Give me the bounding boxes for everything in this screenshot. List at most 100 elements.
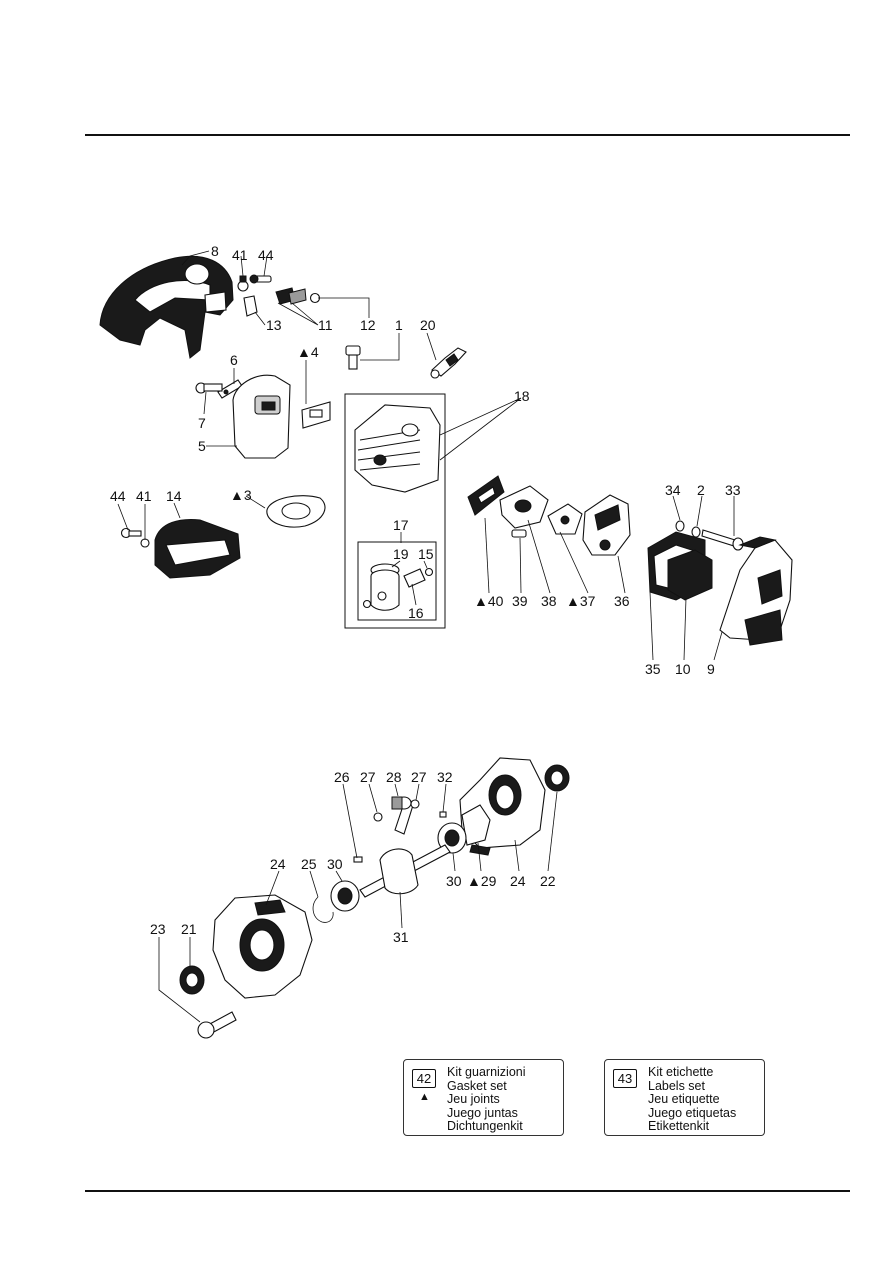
cylinder-kit-frame — [344, 393, 446, 629]
callout-18: 18 — [514, 388, 530, 404]
callout-20: 20 — [420, 317, 436, 333]
callout-14: 14 — [166, 488, 182, 504]
callout-34: 34 — [665, 482, 681, 498]
crankshaft-part-31 — [359, 796, 451, 898]
gasket-kit-line: Jeu joints — [447, 1092, 500, 1106]
callout-7: 7 — [198, 415, 206, 431]
callout-27-left: 27 — [360, 769, 376, 785]
washer-part-27-left — [373, 812, 383, 822]
gasket-kit-lines: Kit guarnizioni Gasket set Jeu joints Ju… — [447, 1065, 526, 1134]
clip-part-13 — [243, 295, 258, 317]
washer-part-2 — [691, 526, 701, 538]
gasket-kit-line: Dichtungenkit — [447, 1119, 523, 1133]
oil-seal-part-21 — [179, 965, 205, 995]
callout-30-right: 30 — [446, 873, 462, 889]
piston-kit-frame — [357, 541, 437, 621]
gasket-kit-box: 42 ▲ Kit guarnizioni Gasket set Jeu join… — [403, 1059, 564, 1136]
callout-22: 22 — [540, 873, 556, 889]
callout-10: 10 — [675, 661, 691, 677]
callout-8: 8 — [211, 243, 219, 259]
callout-44-top: 44 — [258, 247, 274, 263]
callout-23: 23 — [150, 921, 166, 937]
labels-kit-line: Juego etiquetas — [648, 1105, 737, 1120]
labels-kit-line: Etikettenkit — [648, 1119, 710, 1133]
callout-25: 25 — [301, 856, 317, 872]
key-part-26 — [353, 856, 363, 863]
screw-part-39 — [511, 529, 527, 538]
cylinder-part-18 — [354, 404, 441, 493]
callout-37: ▲37 — [566, 593, 596, 609]
gasket-kit-marker: ▲ — [419, 1091, 430, 1103]
lower-cover-part-14 — [154, 519, 241, 579]
callout-19: 19 — [393, 546, 409, 562]
labels-kit-line: Kit etichette — [648, 1065, 714, 1079]
callout-41-top: 41 — [232, 247, 248, 263]
needle-bearing-part-28 — [391, 796, 403, 810]
callout-6: 6 — [230, 352, 238, 368]
labels-kit-box: 43 Kit etichette Labels set Jeu etiquett… — [604, 1059, 765, 1136]
callout-13: 13 — [266, 317, 282, 333]
gasket-kit-line: Gasket set — [447, 1078, 507, 1093]
washer-part-34 — [675, 520, 685, 532]
callout-26: 26 — [334, 769, 350, 785]
labels-kit-number: 43 — [613, 1069, 637, 1088]
callout-24-left: 24 — [270, 856, 286, 872]
callout-11: 11 — [318, 317, 333, 333]
screw-part-44-left — [120, 527, 142, 539]
callout-17: 17 — [393, 517, 409, 533]
callout-labels: 8 41 44 13 11 12 1 20 ▲4 6 7 5 18 ▲3 44 … — [110, 243, 741, 945]
callout-38: 38 — [541, 593, 557, 609]
callout-1: 1 — [395, 317, 403, 333]
piston-pin-part-16 — [403, 568, 426, 588]
air-filter-part-10 — [667, 549, 713, 601]
callout-44-left: 44 — [110, 488, 126, 504]
gasket-kit-number: 42 — [412, 1069, 436, 1088]
callout-2: 2 — [697, 482, 705, 498]
callout-12: 12 — [360, 317, 376, 333]
callout-28: 28 — [386, 769, 402, 785]
callout-35: 35 — [645, 661, 661, 677]
callout-5: 5 — [198, 438, 206, 454]
leader-lines — [117, 250, 735, 1023]
labels-kit-line: Jeu etiquette — [648, 1092, 720, 1106]
callout-21: 21 — [181, 921, 197, 937]
callout-40: ▲40 — [474, 593, 504, 609]
labels-kit-line: Labels set — [648, 1078, 705, 1093]
crankcase-left-part-24 — [212, 894, 313, 999]
intake-adapter-part-38 — [499, 485, 549, 529]
bolt-part-23 — [197, 1011, 237, 1039]
gasket-part-4 — [301, 401, 331, 429]
callout-31: 31 — [393, 929, 409, 945]
switch-plate-part-11 — [275, 287, 307, 305]
callout-4: ▲4 — [297, 344, 319, 360]
oil-seal-part-22 — [544, 764, 570, 792]
bolt-part-1 — [345, 345, 361, 370]
callout-29: ▲29 — [467, 873, 497, 889]
labels-kit-lines: Kit etichette Labels set Jeu etiquette J… — [648, 1065, 737, 1134]
spark-plug-part-20 — [430, 347, 467, 379]
gasket-kit-line: Juego juntas — [447, 1105, 518, 1120]
callout-33: 33 — [725, 482, 741, 498]
callout-27-right: 27 — [411, 769, 427, 785]
piston-part-17 — [370, 563, 400, 611]
carb-gasket-part-37 — [547, 503, 583, 535]
callout-36: 36 — [614, 593, 630, 609]
washer-part-27-right — [410, 799, 420, 809]
circlip-part-15 — [424, 567, 434, 577]
callout-24-right: 24 — [510, 873, 526, 889]
callout-16: 16 — [408, 605, 424, 621]
bearing-part-30-left — [330, 880, 360, 912]
gasket-kit-line: Kit guarnizioni — [447, 1065, 526, 1079]
muffler-part-5 — [232, 374, 291, 459]
callout-41-left: 41 — [136, 488, 152, 504]
carburetor-part-36 — [582, 494, 631, 556]
circlip-part-15b — [362, 599, 372, 609]
footer-rule — [85, 1190, 850, 1192]
key-part-32 — [439, 811, 447, 818]
callout-30-left: 30 — [327, 856, 343, 872]
callout-39: 39 — [512, 593, 528, 609]
circlip-part-25 — [312, 896, 334, 923]
long-bolt-part-33 — [701, 529, 744, 551]
header-rule — [85, 134, 850, 136]
